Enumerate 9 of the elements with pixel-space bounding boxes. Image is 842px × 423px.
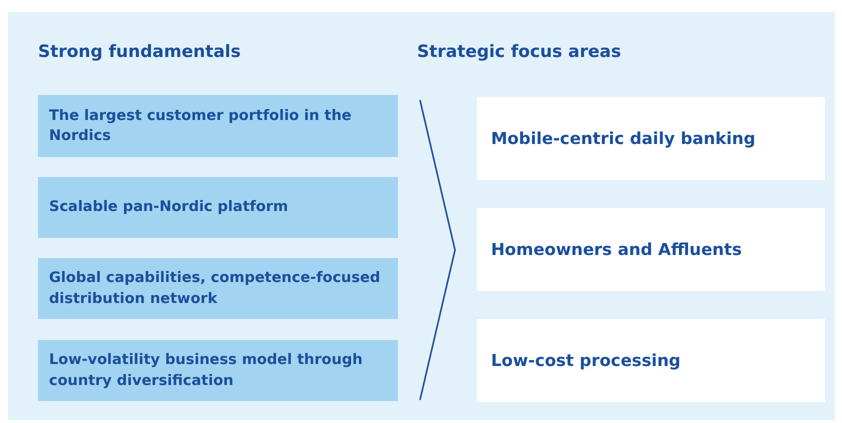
focus-area-box: Mobile-centric daily banking	[477, 97, 825, 180]
section-heading: Strong fundamentals	[38, 42, 241, 62]
fundamental-box: Global capabilities, competence-focused distribution network	[38, 258, 398, 319]
fundamental-box: Scalable pan-Nordic platform	[38, 177, 398, 238]
focus-area-box: Low-cost processing	[477, 319, 825, 402]
fundamental-box: The largest customer portfolio in the Nordics	[38, 95, 398, 157]
fundamental-box: Low-volatility business model through country diversification	[38, 340, 398, 401]
section-heading: Strategic focus areas	[417, 42, 622, 62]
focus-area-box: Homeowners and Affluents	[477, 208, 825, 291]
